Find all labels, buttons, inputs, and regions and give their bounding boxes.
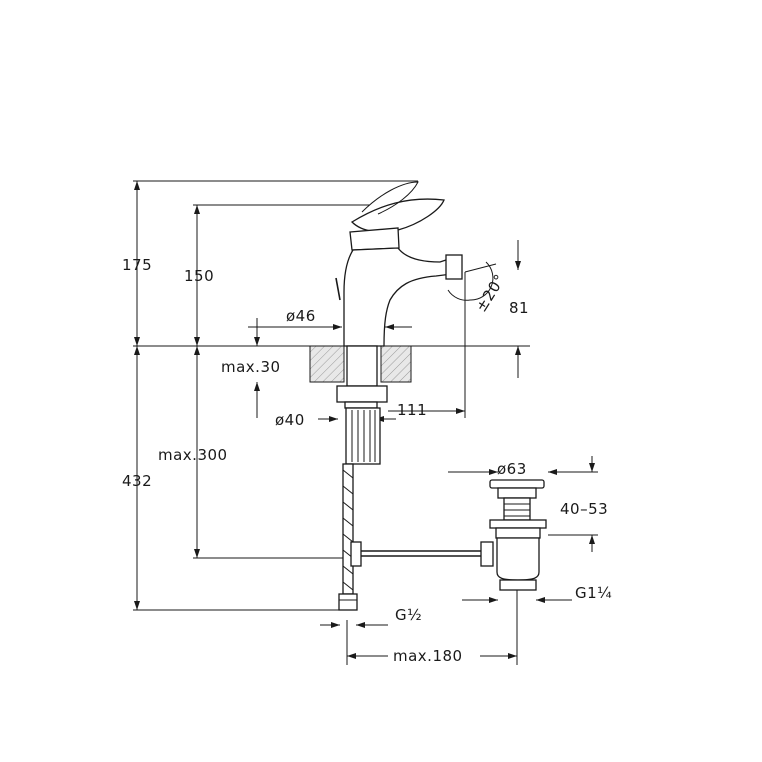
label-max-hose-length: max.300: [158, 446, 228, 464]
spout-angle-indicator: [447, 261, 497, 301]
label-base-diameter: ø46: [286, 307, 316, 325]
countertop-section: [309, 345, 412, 383]
supply-hose: [338, 463, 358, 611]
label-max-waste-offset: max.180: [393, 647, 463, 665]
label-height-total: 175: [122, 256, 152, 274]
label-spout-projection: 111: [397, 401, 427, 419]
label-height-spout: 150: [184, 267, 214, 285]
arrowheads: [134, 181, 595, 659]
label-waste-range: 40–53: [560, 500, 608, 518]
mixer-body: [335, 181, 463, 347]
label-shank-diameter: ø40: [275, 411, 305, 429]
label-overall-height: 432: [122, 472, 152, 490]
mounting-shank: [336, 345, 388, 465]
label-inlet-thread: G½: [395, 606, 422, 624]
label-waste-diameter: ø63: [497, 460, 527, 478]
popup-linkage: [350, 541, 494, 567]
label-waste-thread: G1¼: [575, 584, 612, 602]
waste-assembly: [489, 479, 547, 591]
label-spout-reach: 81: [509, 299, 529, 317]
label-spout-angle: ±20°: [472, 271, 509, 315]
label-max-counter-thickness: max.30: [221, 358, 281, 376]
